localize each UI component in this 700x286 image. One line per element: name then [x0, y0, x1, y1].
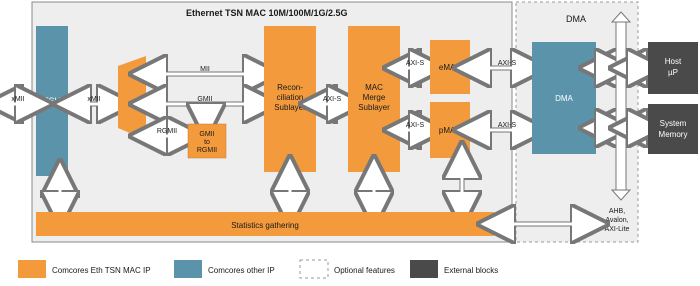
legend-swatch-external	[410, 260, 438, 278]
host-up-block	[648, 42, 698, 94]
gmii-label: GMII	[197, 96, 212, 103]
pmac-label: pMAC	[439, 126, 461, 135]
axis-rs-merge-label: AXI-S	[323, 96, 342, 103]
mux-block	[118, 56, 146, 140]
mii-label: MII	[200, 66, 210, 73]
host-line2: µP	[668, 68, 678, 77]
gmii-rgmii-line2: to	[204, 139, 210, 146]
gmii-rgmii-block	[187, 123, 227, 159]
bus-label-line3: AXI-Lite	[605, 226, 630, 233]
legend-swatch-optional	[299, 259, 329, 279]
sysmem-line1: System	[660, 119, 687, 128]
xmii-mid-label: xMII	[87, 96, 100, 103]
legend-label-external: External blocks	[444, 266, 498, 275]
gmii-rgmii-line1: GMII	[199, 131, 214, 138]
axis-emac-dma-label: AXI-S	[498, 60, 517, 67]
system-bus	[615, 21, 627, 191]
axis-pmac-dma-label: AXI-S	[498, 122, 517, 129]
legend-swatch-eth-mac	[18, 260, 46, 278]
tsu-label: TSU	[43, 96, 61, 106]
sysmem-line2: Memory	[659, 130, 688, 139]
bus-label-line1: AHB,	[609, 208, 625, 215]
mac-panel-title: Ethernet TSN MAC 10M/100M/1G/2.5G	[186, 8, 348, 18]
rs-line1: Recon-	[277, 83, 303, 92]
merge-line1: MAC	[365, 83, 383, 92]
merge-line2: Merge	[363, 93, 386, 102]
rs-line3: Sublayer	[274, 103, 306, 112]
dma-label: DMA	[555, 94, 573, 103]
xmii-left-label: xMII	[11, 96, 24, 103]
dma-panel-title: DMA	[566, 14, 586, 24]
system-memory-block	[648, 104, 698, 154]
emac-label: eMAC	[439, 63, 461, 72]
bus-label-line2: Avalon,	[605, 217, 628, 224]
statistics-block	[36, 212, 494, 236]
legend-label-optional: Optional features	[334, 266, 395, 275]
merge-line3: Sublayer	[358, 103, 390, 112]
legend-label-eth-mac: Comcores Eth TSN MAC IP	[52, 266, 151, 275]
axis-merge-pmac-label: AXI-S	[406, 122, 425, 129]
axis-merge-emac-label: AXI-S	[406, 60, 425, 67]
host-line1: Host	[665, 57, 682, 66]
gmii-rgmii-line3: RGMII	[197, 147, 217, 154]
legend-label-other-ip: Comcores other IP	[208, 266, 275, 275]
statistics-label: Statistics gathering	[231, 221, 299, 230]
rgmii-label: RGMII	[157, 128, 177, 135]
legend-swatch-other-ip	[174, 260, 202, 278]
rs-line2: ciliation	[277, 93, 304, 102]
